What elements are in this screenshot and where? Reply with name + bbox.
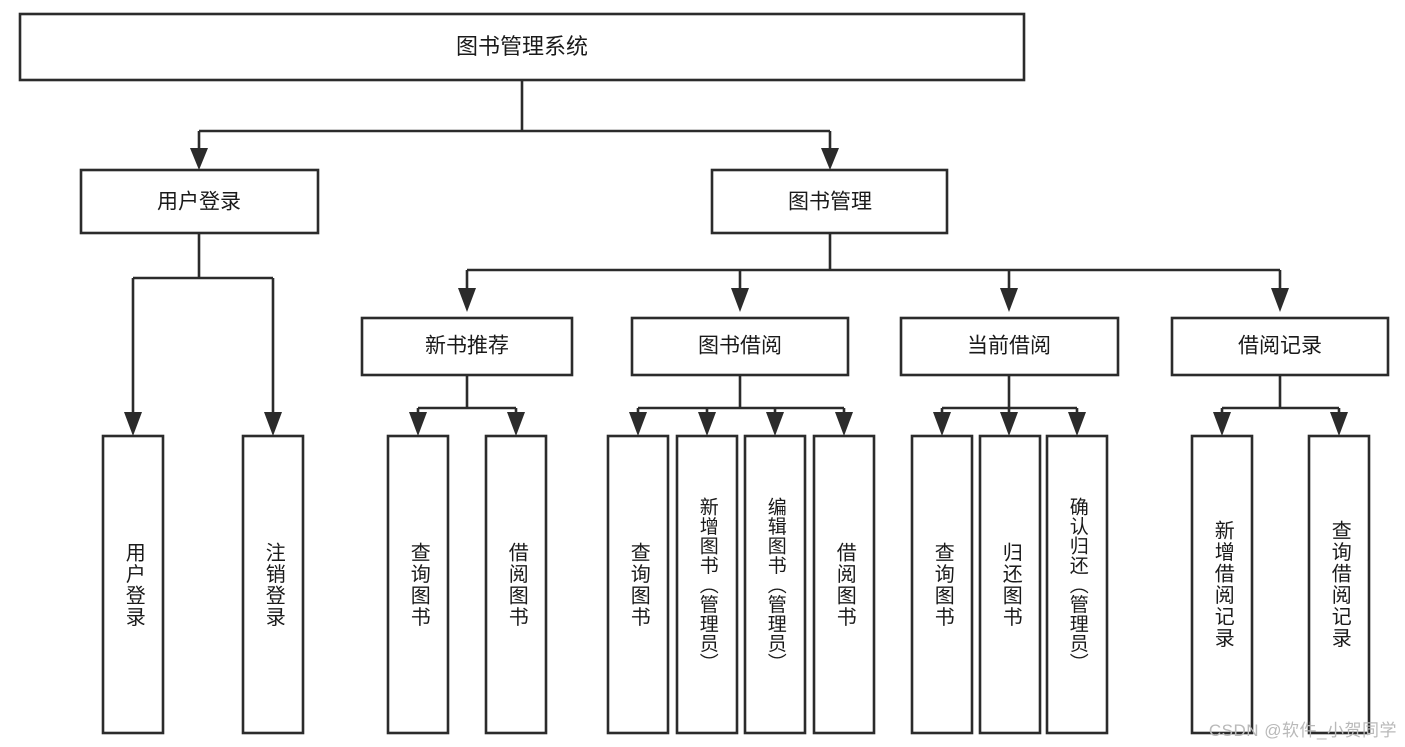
arrowhead-br-add-record bbox=[1213, 412, 1231, 436]
leaf-box-cb-return-book[interactable] bbox=[978, 434, 1042, 735]
node-book-management[interactable] bbox=[710, 168, 949, 235]
node-book-borrow[interactable] bbox=[630, 316, 850, 377]
leaf-box-bb-query-book[interactable] bbox=[606, 434, 670, 735]
node-user-login[interactable] bbox=[79, 168, 320, 235]
arrowhead-book-manage bbox=[821, 148, 839, 170]
arrowhead-bb-edit-book bbox=[766, 412, 784, 436]
arrowhead-user-login bbox=[190, 148, 208, 170]
node-root-book-management-system[interactable] bbox=[18, 12, 1026, 82]
arrowhead-leaf-user-login bbox=[124, 412, 142, 436]
leaf-box-cb-confirm-return[interactable] bbox=[1045, 434, 1109, 735]
arrowhead-new-book-rec bbox=[458, 288, 476, 312]
leaf-box-bb-edit-book[interactable] bbox=[743, 434, 807, 735]
arrowhead-nb-borrow-book bbox=[507, 412, 525, 436]
leaf-box-br-add-record[interactable] bbox=[1190, 434, 1254, 735]
node-current-borrow-label: 当前借阅 bbox=[967, 335, 1051, 358]
arrowhead-borrow-record bbox=[1271, 288, 1289, 312]
arrowhead-leaf-logout bbox=[264, 412, 282, 436]
leaf-box-bb-borrow-book[interactable] bbox=[812, 434, 876, 735]
node-borrow-record-label: 借阅记录 bbox=[1238, 335, 1322, 358]
arrowhead-book-borrow bbox=[731, 288, 749, 312]
leaf-box-bb-add-book[interactable] bbox=[675, 434, 739, 735]
node-book-management-label: 图书管理 bbox=[788, 191, 872, 214]
node-current-borrow[interactable] bbox=[899, 316, 1120, 377]
node-root-label: 图书管理系统 bbox=[456, 34, 588, 59]
arrowhead-cb-return-book bbox=[1000, 412, 1018, 436]
arrowhead-cb-query-book bbox=[933, 412, 951, 436]
node-new-book-recommend-label: 新书推荐 bbox=[425, 335, 509, 358]
arrowhead-bb-query-book bbox=[629, 412, 647, 436]
node-borrow-record[interactable] bbox=[1170, 316, 1390, 377]
arrowhead-cb-confirm-return bbox=[1068, 412, 1086, 436]
leaf-box-cb-query-book[interactable] bbox=[910, 434, 974, 735]
leaf-box-nb-borrow-book[interactable] bbox=[484, 434, 548, 735]
arrowhead-bb-borrow-book bbox=[835, 412, 853, 436]
arrowhead-current-borrow bbox=[1000, 288, 1018, 312]
leaf-box-user-login[interactable] bbox=[101, 434, 165, 735]
leaf-box-nb-query-book[interactable] bbox=[386, 434, 450, 735]
arrowhead-bb-add-book bbox=[698, 412, 716, 436]
node-book-borrow-label: 图书借阅 bbox=[698, 335, 782, 358]
leaf-box-logout[interactable] bbox=[241, 434, 305, 735]
csdn-watermark: CSDN @软件_小贺同学 bbox=[1208, 721, 1397, 740]
arrowhead-br-query-record bbox=[1330, 412, 1348, 436]
node-new-book-recommend[interactable] bbox=[360, 316, 574, 377]
node-user-login-label: 用户登录 bbox=[157, 191, 241, 214]
arrowhead-nb-query-book bbox=[409, 412, 427, 436]
leaf-box-br-query-record[interactable] bbox=[1307, 434, 1371, 735]
